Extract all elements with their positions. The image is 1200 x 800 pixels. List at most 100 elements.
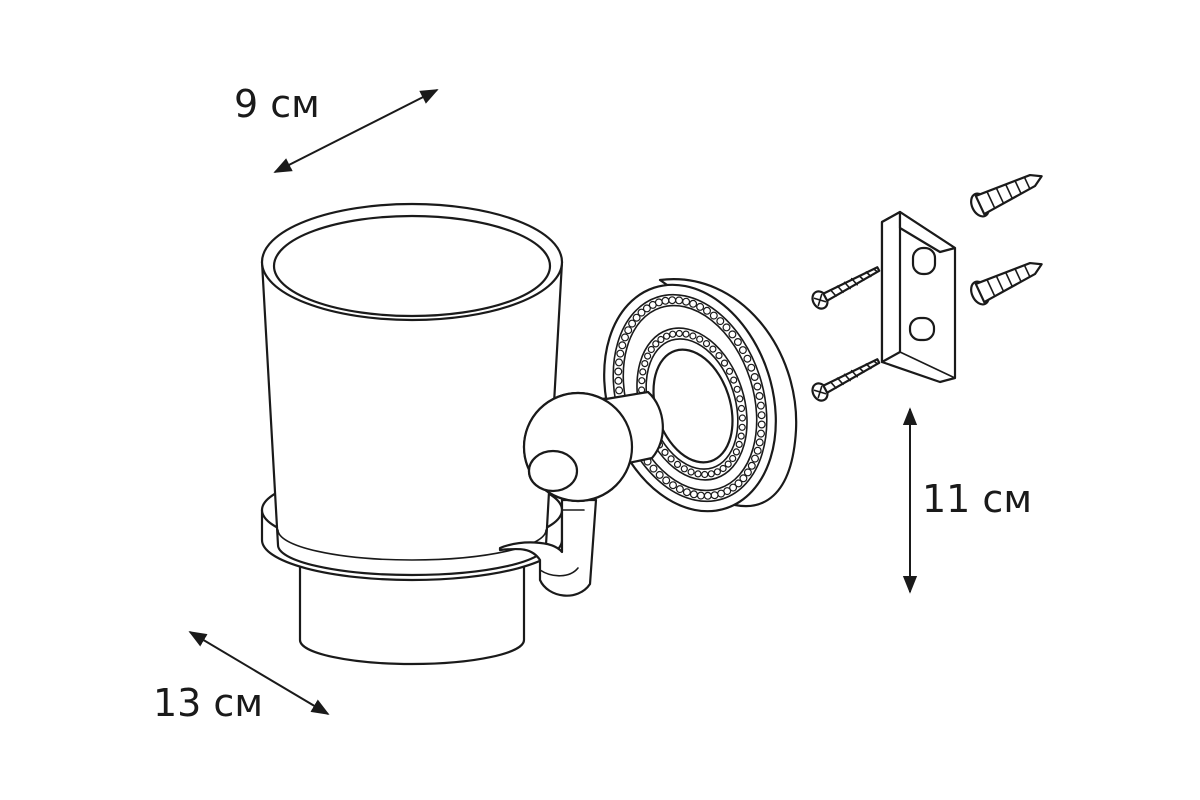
rosette-bead (724, 460, 732, 468)
rosette-bead (614, 376, 623, 385)
rosette-bead (689, 332, 697, 340)
rosette-bead (639, 368, 647, 376)
rosette-bead (638, 377, 646, 385)
rosette-bead (703, 491, 712, 500)
rosette-bead (637, 308, 646, 317)
rosette-bead (654, 298, 663, 307)
rosette-bead (615, 386, 624, 395)
rosette-bead (641, 360, 649, 368)
rosette-bead (757, 420, 766, 429)
rosette-bead (614, 358, 623, 367)
rosette-bead (755, 392, 764, 401)
screw-upper (811, 266, 881, 310)
rosette-bead (682, 488, 691, 497)
rosette-bead (673, 460, 682, 468)
rosette-bead (725, 367, 734, 375)
inner-bead-ring (637, 329, 747, 479)
rosette-bead (734, 479, 743, 488)
rosette-bead (624, 326, 633, 335)
rosette-bead (750, 454, 759, 463)
rosette-bead (737, 432, 745, 440)
rosette-bead (709, 311, 718, 320)
rosette-bead (736, 395, 744, 403)
rosette-bead (696, 491, 705, 500)
glass-tumbler (260, 202, 564, 577)
rosette-bead (694, 470, 702, 478)
rosette-bead (729, 454, 737, 463)
rosette-bead (649, 464, 658, 473)
rosette-bead (701, 470, 709, 479)
mounting-bracket (880, 210, 957, 384)
rosette-bead (661, 296, 670, 305)
holder-arm (498, 498, 598, 597)
rosette-bead (735, 440, 743, 448)
rosette-bead (739, 474, 748, 483)
rosette-bead (675, 329, 683, 338)
rosette-bead (680, 465, 688, 473)
rosette-bead (743, 354, 752, 363)
rosette-bead (628, 319, 637, 328)
rosette-bead (642, 304, 651, 313)
ball-joint-cap (527, 449, 579, 493)
rosette-bead (682, 297, 691, 306)
rosette-bead (696, 335, 704, 343)
rosette-bead (675, 296, 684, 305)
rosette-bead (702, 340, 711, 348)
rosette-bead (661, 448, 669, 456)
rosette-bead (662, 332, 671, 340)
rosette-bead (647, 345, 655, 354)
rosette-bead (753, 382, 762, 391)
screw-lower (811, 358, 881, 402)
rosette-bead (652, 340, 660, 348)
rosette-bead (738, 423, 746, 431)
rosette-bead (689, 299, 698, 308)
rosette-bead (729, 483, 738, 492)
rosette-bead (689, 490, 698, 499)
rosette-bead (733, 338, 742, 347)
rosette-bead (682, 330, 690, 338)
rosette-bead (709, 345, 717, 353)
rosette-bead (707, 470, 715, 478)
rosette-bead (713, 468, 722, 476)
rosette-bead (756, 401, 765, 410)
rosette-bead (620, 333, 629, 342)
rosette-bead (614, 367, 623, 376)
rosette-bead (720, 359, 729, 367)
rosette-bead (655, 470, 664, 479)
rosette-bead (657, 335, 665, 344)
rosette-bead (717, 489, 726, 498)
rosette-bead (737, 404, 746, 413)
width-dimension-arrow (188, 631, 330, 715)
rosette-bead (738, 414, 747, 422)
rosette-bead (755, 438, 764, 447)
depth-dimension-arrow (273, 89, 439, 173)
rosette-bead (668, 296, 677, 305)
rosette-bead (716, 317, 725, 326)
width-dimension-label: 13 см (153, 681, 263, 725)
rosette-bead (756, 429, 765, 438)
depth-dimension-label: 9 см (234, 82, 320, 126)
wall-plug-upper (970, 173, 1043, 218)
rosette-bead (732, 448, 741, 456)
rosette-bead (687, 468, 695, 476)
rosette-bead (738, 346, 747, 355)
rosette-bead (722, 323, 731, 332)
rosette-bead (747, 461, 756, 470)
height-dimension-label: 11 см (922, 477, 1032, 521)
rosette-bead (733, 385, 741, 393)
rosette-bead (618, 341, 627, 350)
rosette-bead (715, 352, 723, 360)
rosette-bead (719, 464, 727, 473)
rosette-bead (675, 485, 684, 494)
rosette-bead (616, 349, 625, 358)
rosette-bead (696, 302, 705, 311)
rosette-bead (632, 313, 641, 322)
wall-plug-lower (970, 261, 1043, 306)
rosette-bead (668, 481, 677, 490)
rosette-bead (669, 330, 677, 338)
rosette-bead (750, 373, 759, 382)
rosette-bead (728, 330, 737, 339)
rosette-bead (747, 363, 756, 372)
rosette-bead (743, 468, 752, 477)
